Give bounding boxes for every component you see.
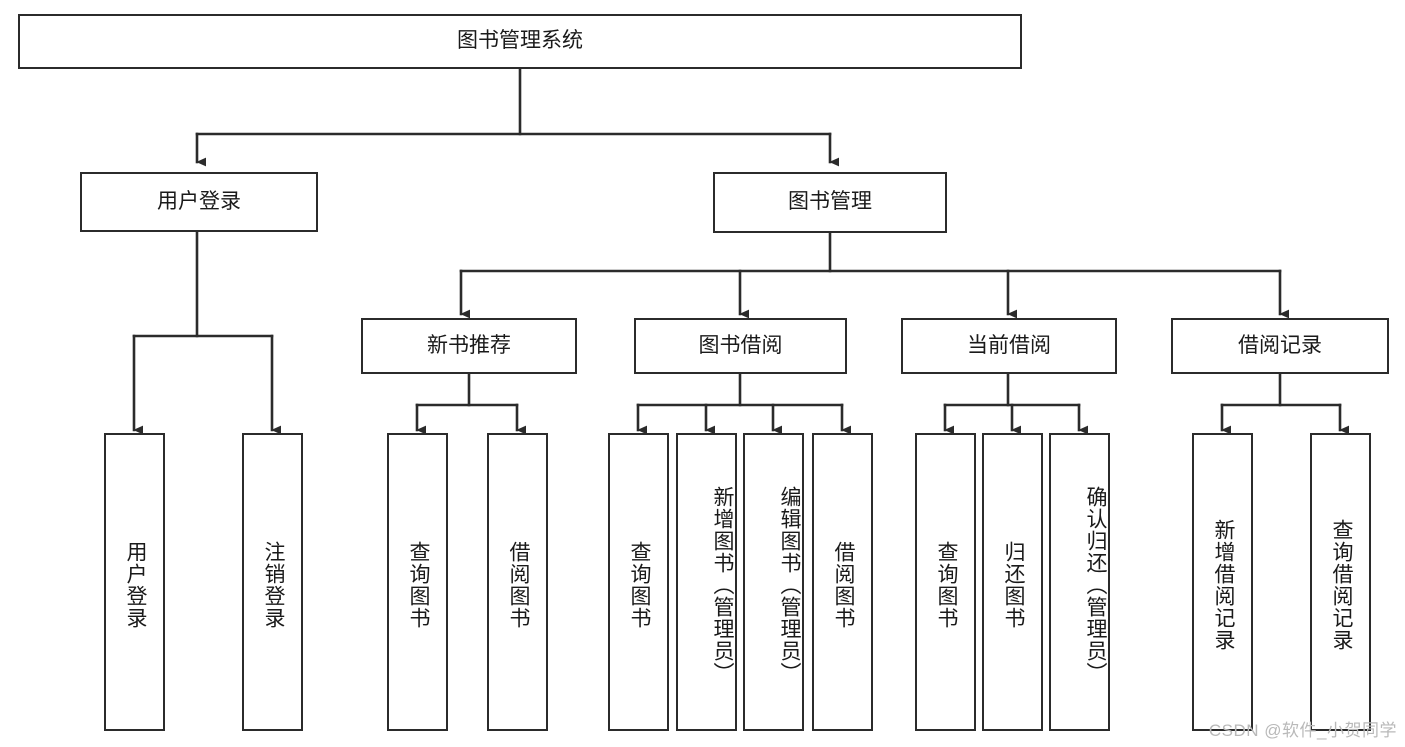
- node-borrow-record[interactable]: 借阅记录: [1171, 318, 1389, 374]
- leaf-user-login-login[interactable]: 用户登录: [104, 433, 165, 731]
- leaf-new-book-query[interactable]: 查询图书: [387, 433, 448, 731]
- leaf-new-book-borrow[interactable]: 借阅图书: [487, 433, 548, 731]
- leaf-borrow-record-query[interactable]: 查询借阅记录: [1310, 433, 1371, 731]
- node-label: 查询图书: [627, 541, 651, 629]
- node-label: 借阅记录: [1238, 333, 1322, 357]
- node-new-book-recommend[interactable]: 新书推荐: [361, 318, 577, 374]
- node-label: 借阅图书: [831, 541, 855, 629]
- watermark-text: CSDN @软件_小贺同学: [1208, 721, 1397, 740]
- leaf-current-borrow-query[interactable]: 查询图书: [915, 433, 976, 731]
- node-label: 当前借阅: [967, 333, 1051, 357]
- node-label: 编辑图书（管理员）: [778, 486, 801, 684]
- node-book-borrow[interactable]: 图书借阅: [634, 318, 847, 374]
- leaf-book-borrow-add[interactable]: 新增图书（管理员）: [676, 433, 737, 731]
- node-book-management[interactable]: 图书管理: [713, 172, 947, 233]
- node-label: 图书管理: [788, 190, 872, 214]
- node-label: 新增图书（管理员）: [711, 486, 734, 684]
- node-label: 查询借阅记录: [1329, 519, 1353, 651]
- node-label: 图书管理系统: [457, 29, 583, 53]
- node-label: 借阅图书: [506, 541, 530, 629]
- leaf-book-borrow-borrow[interactable]: 借阅图书: [812, 433, 873, 731]
- leaf-borrow-record-add[interactable]: 新增借阅记录: [1192, 433, 1253, 731]
- node-root-system[interactable]: 图书管理系统: [18, 14, 1022, 69]
- leaf-current-borrow-confirm[interactable]: 确认归还（管理员）: [1049, 433, 1110, 731]
- leaf-book-borrow-edit[interactable]: 编辑图书（管理员）: [743, 433, 804, 731]
- leaf-current-borrow-return[interactable]: 归还图书: [982, 433, 1043, 731]
- node-label: 归还图书: [1001, 541, 1025, 629]
- node-label: 新书推荐: [427, 333, 511, 357]
- node-label: 图书借阅: [698, 333, 783, 357]
- node-label: 查询图书: [934, 541, 958, 629]
- node-label: 新增借阅记录: [1211, 519, 1235, 651]
- leaf-user-login-logout[interactable]: 注销登录: [242, 433, 303, 731]
- node-label: 注销登录: [261, 541, 285, 629]
- leaf-book-borrow-query[interactable]: 查询图书: [608, 433, 669, 731]
- node-label: 用户登录: [157, 189, 241, 213]
- node-user-login[interactable]: 用户登录: [80, 172, 318, 232]
- node-label: 查询图书: [406, 541, 430, 629]
- node-current-borrow[interactable]: 当前借阅: [901, 318, 1117, 374]
- node-label: 确认归还（管理员）: [1084, 486, 1107, 684]
- node-label: 用户登录: [123, 541, 147, 629]
